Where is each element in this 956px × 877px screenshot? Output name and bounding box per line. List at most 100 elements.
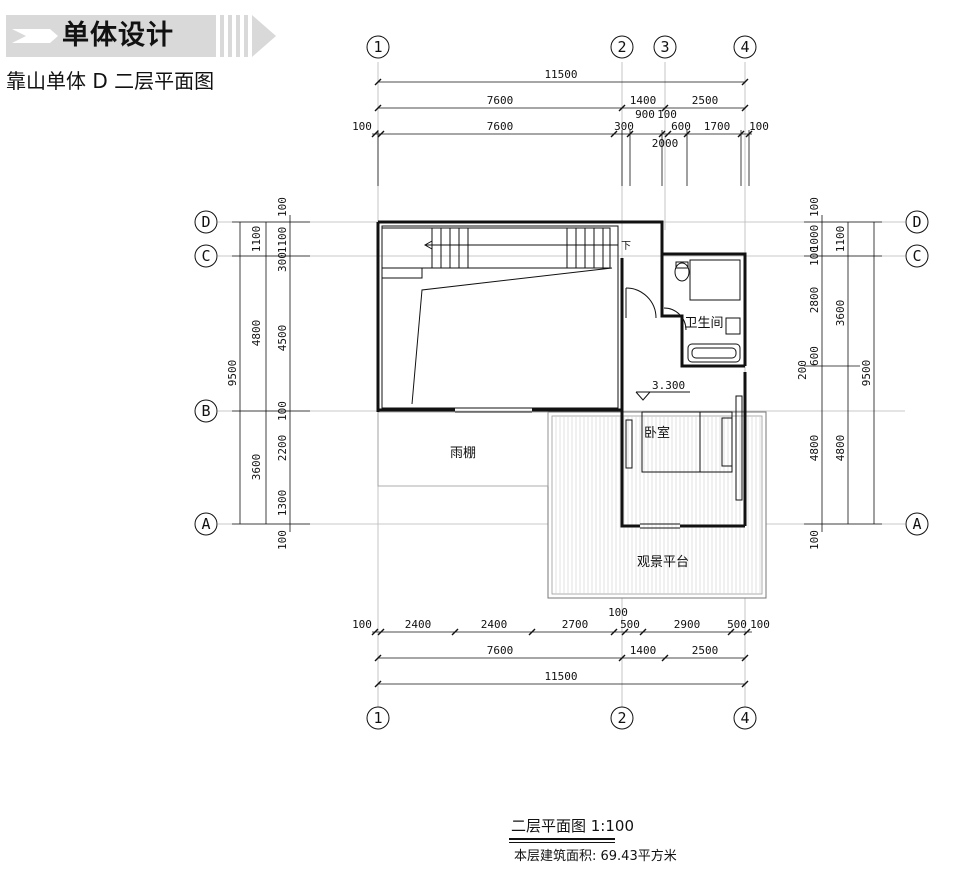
dim-bot-2700: 2700 [562,618,589,631]
axis-bubble-A-right [905,512,929,536]
axis-bubble-1-bottom [366,706,390,730]
top-dimension-lines [371,78,753,186]
building-walls [376,220,747,528]
axis-bubble-2-bottom [610,706,634,730]
dim-bot-100b: 100 [608,606,628,619]
axis-label-B-left: B [201,402,210,420]
dim-right-600: 600 [808,346,821,366]
axis-bubble-C-left [194,244,218,268]
dim-bot-1400: 1400 [630,644,657,657]
axis-bubble-2-top [610,35,634,59]
axis-label-3-top: 3 [660,38,669,56]
axis-label-4-top: 4 [740,38,749,56]
dim-top-total: 11500 [544,68,577,81]
dim-right-4800a: 4800 [808,435,821,462]
axis-bubble-A-left [194,512,218,536]
axis-bubble-C-right [905,244,929,268]
dim-top3-100c: 100 [749,120,769,133]
axis-bubble-3-top [653,35,677,59]
stair-down-label: 下 [621,241,631,252]
dim-left-4500: 4500 [276,325,289,352]
dim-top3-100a: 100 [352,120,372,133]
section-title: 单体设计 [62,20,174,51]
dim-bot-2400b: 2400 [481,618,508,631]
dim-left-1300: 1300 [276,490,289,517]
interior-details [381,225,743,529]
axis-label-D-left: D [201,213,210,231]
dim-right-2800: 2800 [808,287,821,314]
room-label-bathroom: 卫生间 [684,316,723,331]
room-label-canopy: 雨棚 [450,446,476,461]
header-banner [6,15,276,57]
dim-bot-100a: 100 [352,618,372,631]
axis-bubbles [194,35,929,730]
dim-top3-600: 600 [671,120,691,133]
dim-top3-100b: 100 [657,108,677,121]
axis-label-2-bottom: 2 [617,709,626,727]
plan-subtitle: 靠山单体 D 二层平面图 [6,69,215,93]
axis-bubble-4-top [733,35,757,59]
dim-bot-2400a: 2400 [405,618,432,631]
axis-label-A-left: A [201,515,210,533]
dim-left-4800: 4800 [250,320,263,347]
axis-bubble-B-left [194,399,218,423]
dim-bot-500a: 500 [620,618,640,631]
axis-label-4-bottom: 4 [740,709,749,727]
axis-bubble-D-left [194,210,218,234]
dim-left-100a: 100 [276,197,289,217]
dim-right-100b: 100 [808,246,821,266]
dim-bot-2900: 2900 [674,618,701,631]
dim-left-9500: 9500 [226,360,239,387]
axis-bubble-4-bottom [733,706,757,730]
dim-right-1000: 1000 [808,225,821,252]
bottom-dimension-lines [371,628,752,688]
axis-label-D-right: D [912,213,921,231]
axis-label-A-right: A [912,515,921,533]
dim-right-9500: 9500 [860,360,873,387]
dim-left-100c: 100 [276,530,289,550]
drawing-caption-title: 二层平面图 1:100 [511,817,634,835]
dim-top-7600: 7600 [487,94,514,107]
dim-right-1100: 1100 [834,226,847,253]
dim-left-3600: 3600 [250,454,263,481]
dim-left-1100a: 1100 [250,226,263,253]
elevation-mark [635,391,690,401]
dim-left-100b: 100 [276,401,289,421]
dim-top-2500: 2500 [692,94,719,107]
axis-grid-lines [218,62,905,708]
dim-top3-7600: 7600 [487,120,514,133]
axis-bubble-D-right [905,210,929,234]
dim-left-1100b: 1100 [276,227,289,254]
dim-bot-7600: 7600 [487,644,514,657]
room-label-viewing-platform: 观景平台 [637,555,689,570]
dim-top3-1700: 1700 [704,120,731,133]
caption-underline-thin [509,842,615,843]
dim-top3-300: 300 [614,120,634,133]
floor-area-note: 本层建筑面积: 69.43平方米 [514,849,677,864]
axis-label-1-top: 1 [373,38,382,56]
dim-bot-2500: 2500 [692,644,719,657]
axis-label-2-top: 2 [617,38,626,56]
dim-right-4800b: 4800 [834,435,847,462]
dim-right-200: 200 [796,360,809,380]
axis-label-C-right: C [912,247,921,265]
caption-underline-thick [509,838,615,840]
arrow-icon [12,29,58,43]
elevation-value: 3.300 [652,379,685,392]
dim-bot-100c: 100 [750,618,770,631]
dim-left-2200: 2200 [276,435,289,462]
dim-right-100a: 100 [808,197,821,217]
dim-right-3600: 3600 [834,300,847,327]
dim-bot-total: 11500 [544,670,577,683]
dim-top3-2000: 2000 [652,137,679,150]
axis-bubble-1-top [366,35,390,59]
dim-left-300: 300 [276,252,289,272]
dim-bot-500b: 500 [727,618,747,631]
dim-right-100c: 100 [808,530,821,550]
axis-label-1-bottom: 1 [373,709,382,727]
room-label-bedroom: 卧室 [644,425,670,441]
dim-top3-900: 900 [635,108,655,121]
right-dimension-lines [804,215,882,532]
axis-label-C-left: C [201,247,210,265]
